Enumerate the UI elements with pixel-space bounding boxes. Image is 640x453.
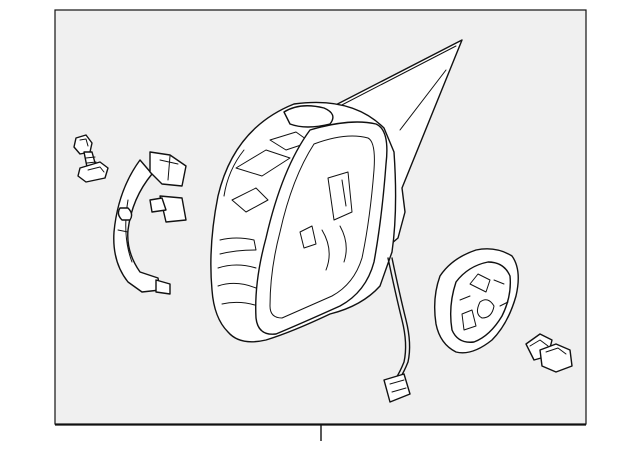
mirror-glass-actuator-base[interactable]	[433, 248, 519, 354]
mounting-nut[interactable]	[525, 333, 573, 373]
mirror-assembly[interactable]	[210, 39, 463, 403]
wire-harness-bracket[interactable]	[113, 151, 187, 295]
mounting-bolt[interactable]	[73, 134, 109, 183]
